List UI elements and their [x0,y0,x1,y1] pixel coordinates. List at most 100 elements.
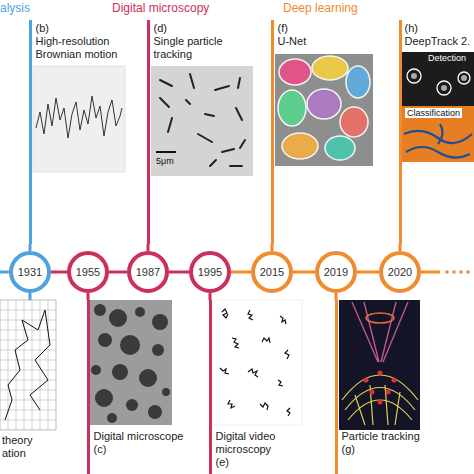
panel-tag: Classification [405,108,462,118]
panel-text: ation [2,447,56,460]
timeline-connector [335,293,338,300]
timeline-connector [147,244,150,251]
lens-glow [366,313,394,323]
particle [441,85,447,91]
panel-text: (d) [154,22,251,35]
timeline-connector [357,271,379,274]
timeline-connector [51,271,67,274]
milestone-panel: (f)U-Net [271,20,375,244]
year-ring [69,253,107,291]
blob [152,314,168,330]
trajectories [220,309,290,416]
year-circle: 2015 [251,251,293,293]
blob [94,304,106,316]
blob [109,309,127,327]
panel-text: (b) [36,22,127,35]
blob [148,405,162,419]
year-label: 2015 [260,266,284,279]
micrograph [151,66,253,176]
year-label: 2020 [388,266,412,279]
timeline-dot [466,270,470,274]
panel-caption: (f)U-Net [278,22,373,48]
panel-text: Digital microscope [94,430,200,443]
milestone-panel: Digital microscope(c) [87,300,202,474]
year-ring [381,253,419,291]
cell [312,56,348,80]
era-heading: alysis [0,2,30,16]
grid-lines [0,300,56,430]
detection-ring [407,69,421,83]
particle [378,400,383,405]
panel-caption: theoryation [2,434,56,460]
blob [139,369,157,387]
particle [392,378,397,383]
brownian-trace [36,96,122,138]
blob [135,307,145,317]
cell [307,89,341,119]
year-circle: 1987 [127,251,169,293]
year-label: 2019 [324,266,348,279]
timeline-connector [29,293,32,300]
era-heading: Digital microscopy [112,2,209,16]
trajectory-image [214,300,302,425]
particle [370,390,375,395]
light-beams [352,302,408,362]
classification-image [402,106,474,162]
timeline-connector [209,293,212,300]
class-outline [404,124,472,158]
year-label: 1955 [76,266,100,279]
particle [378,371,383,376]
panel-text: U-Net [278,35,373,48]
panel-caption: Digital video microscopy(e) [216,430,322,469]
cell [282,133,318,159]
milestone-panel: theoryation [0,300,58,474]
scale-label: 5μm [156,156,174,166]
particle [364,378,369,383]
blob [98,333,112,347]
panel-tag: Detection [428,53,466,63]
cell [346,66,370,98]
timeline-connector [231,271,251,274]
panel-text: Digital video microscopy [216,430,322,456]
particle [386,390,391,395]
timeline-connector [87,293,90,300]
panel-text: (c) [94,443,200,456]
cell [340,107,368,137]
blob [107,413,117,423]
timeline-continuation [421,271,440,274]
blob [120,335,140,355]
year-label: 1995 [198,266,222,279]
random-walk [5,310,50,420]
timeline-start [0,271,9,274]
year-circle: 1995 [189,251,231,293]
year-circle: 1955 [67,251,109,293]
milestone-panel: (b)High-resolution Brownian motion [29,20,129,244]
milestone-panel: Digital video microscopy(e) [209,300,324,474]
year-circle: 2020 [379,251,421,293]
year-ring [191,253,229,291]
mesh [342,375,418,425]
particle [411,73,417,79]
micrograph [90,300,172,425]
timeline-dot [459,270,463,274]
grid-plot [0,300,56,430]
blob [95,389,113,407]
timeline-dot [445,270,449,274]
panel-text: (f) [278,22,373,35]
tracking-illustration [339,300,420,430]
year-circle: 2019 [315,251,357,293]
timeline-connector [271,244,274,251]
year-label: 1987 [136,266,160,279]
panel-text: (g) [342,443,458,456]
timeline-connector [109,271,127,274]
timeline-dot [452,270,456,274]
year-ring [129,253,167,291]
panel-caption: (b)High-resolution Brownian motion [36,22,127,61]
cell [325,136,355,160]
panel-text: DeepTrack 2. [405,35,473,48]
year-label: 1931 [18,266,42,279]
timeline-connector [169,271,189,274]
detection-ring [458,72,470,84]
year-ring [11,253,49,291]
